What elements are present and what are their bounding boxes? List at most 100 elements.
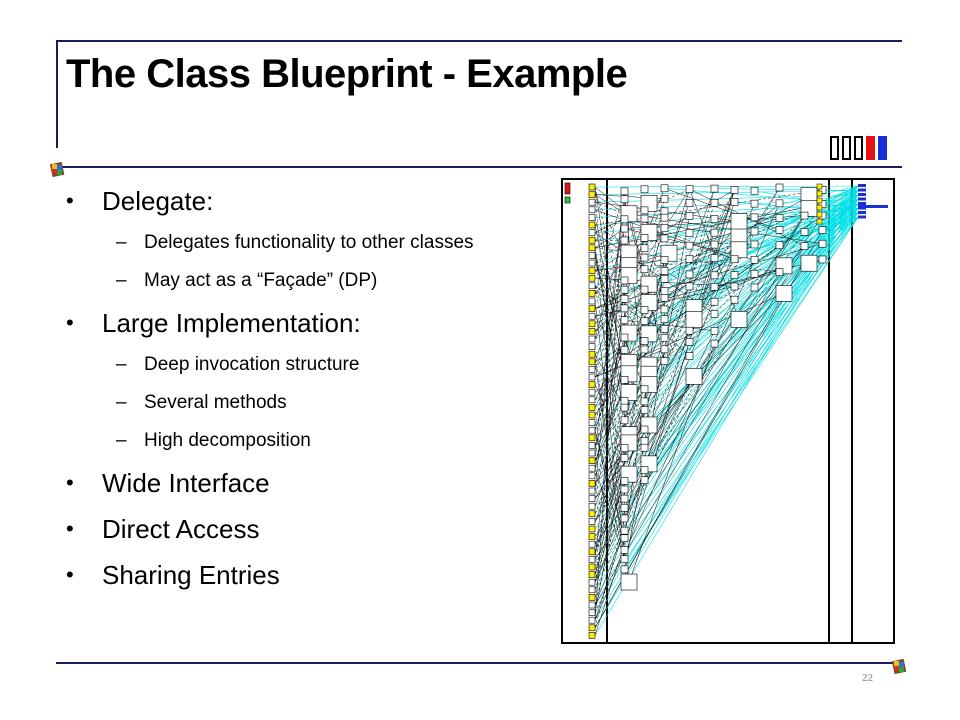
sub-bullet-item: –Delegates functionality to other classe…: [66, 224, 536, 262]
internal-method-node: [640, 234, 649, 242]
invocation-edge: [648, 212, 859, 426]
interface-method-node: [588, 206, 596, 214]
internal-method-node: [660, 333, 669, 342]
interface-method-node: [588, 609, 596, 616]
internal-method-node: [620, 224, 629, 233]
interface-method-node: [588, 533, 596, 540]
bullet-text: Sharing Entries: [102, 560, 280, 590]
interface-method-node: [588, 297, 596, 305]
attribute-node: [858, 205, 888, 208]
bullet-item: •Sharing Entries: [66, 552, 536, 598]
access-edge: [594, 389, 645, 476]
internal-method-node: [750, 240, 759, 249]
internal-method-node: [685, 311, 703, 328]
interface-method-node: [588, 373, 596, 381]
access-edge: [644, 208, 810, 481]
interface-method-node: [588, 632, 596, 639]
invocation-edge: [644, 199, 859, 411]
internal-method-node: [730, 255, 739, 264]
internal-method-node: [775, 268, 784, 276]
internal-method-node: [660, 325, 669, 333]
interface-method-node: [588, 267, 596, 274]
access-edge: [594, 253, 670, 370]
internal-method-node: [620, 316, 629, 325]
access-edge: [594, 285, 625, 449]
interface-method-node: [588, 594, 596, 601]
interface-method-node: [588, 244, 596, 252]
internal-method-node: [710, 327, 719, 335]
access-edge: [594, 188, 690, 340]
attribute-node: [858, 193, 866, 196]
class-blueprint-figure: [561, 178, 895, 644]
internal-method-node: [818, 186, 827, 194]
internal-method-node: [818, 200, 827, 209]
interface-method-node: [588, 396, 596, 404]
access-edge: [594, 202, 715, 590]
sub-bullet-item: –Several methods: [66, 384, 536, 422]
internal-method-node: [620, 494, 629, 503]
interface-method-node: [588, 350, 596, 358]
accessor-node: [816, 190, 823, 197]
internal-method-node: [685, 212, 694, 220]
internal-method-node: [775, 285, 793, 302]
access-edge: [624, 219, 715, 233]
interface-method-node: [588, 578, 596, 586]
interface-method-node: [588, 434, 596, 442]
footer-rule: [56, 662, 902, 664]
internal-method-node: [710, 271, 719, 280]
internal-method-node: [775, 214, 784, 222]
internal-method-node: [660, 213, 669, 222]
interface-method-node: [588, 198, 596, 206]
internal-method-node: [710, 254, 719, 262]
internal-method-node: [640, 425, 649, 434]
internal-method-node: [710, 339, 719, 348]
internal-method-node: [620, 565, 629, 574]
access-edge: [714, 271, 780, 288]
access-edge: [644, 243, 823, 430]
internal-method-node: [620, 444, 629, 452]
internal-method-node: [800, 242, 809, 250]
interface-method-node: [588, 183, 596, 191]
sub-bullet-text: Deep invocation structure: [144, 354, 360, 375]
internal-method-node: [750, 227, 759, 236]
blueprint-nodes: [564, 182, 888, 639]
bullet-glyph: •: [66, 516, 74, 541]
access-edge: [594, 191, 625, 454]
internal-method-node: [730, 198, 739, 206]
internal-method-node: [620, 346, 629, 354]
access-edge: [594, 213, 630, 340]
interface-method-node: [588, 449, 596, 457]
interface-method-node: [588, 259, 596, 267]
interface-method-node: [588, 457, 596, 464]
interface-method-node: [588, 290, 596, 297]
bullet-text: Delegate:: [102, 186, 214, 216]
internal-method-node: [640, 214, 649, 223]
attribute-node: [858, 184, 866, 187]
interface-method-node: [588, 366, 596, 373]
internal-method-node: [620, 195, 629, 204]
entry-marker: [564, 182, 571, 195]
invocation-edge: [624, 217, 859, 531]
interface-method-node: [588, 480, 596, 487]
access-edge: [714, 189, 735, 233]
accessor-node: [816, 211, 823, 218]
interface-method-node: [588, 214, 596, 221]
access-edge: [594, 384, 625, 449]
invocation-edge: [644, 208, 859, 471]
internal-method-node: [685, 255, 694, 263]
bullet-item: •Delegate:: [66, 178, 536, 224]
internal-method-node: [620, 485, 629, 494]
sub-bullet-text: May act as a “Façade” (DP): [144, 270, 378, 291]
internal-method-node: [620, 555, 629, 563]
sub-bullet-text: High decomposition: [144, 430, 311, 451]
interface-method-node: [588, 236, 596, 244]
dash-glyph: –: [116, 392, 127, 413]
access-edge: [594, 337, 625, 431]
sub-bullet-item: –High decomposition: [66, 422, 536, 460]
access-edge: [594, 333, 630, 492]
interface-method-node: [588, 358, 596, 366]
invocation-edge: [594, 185, 859, 188]
internal-method-node: [660, 184, 669, 193]
internal-method-node: [620, 526, 629, 535]
bullet-text: Large Implementation:: [102, 308, 361, 338]
